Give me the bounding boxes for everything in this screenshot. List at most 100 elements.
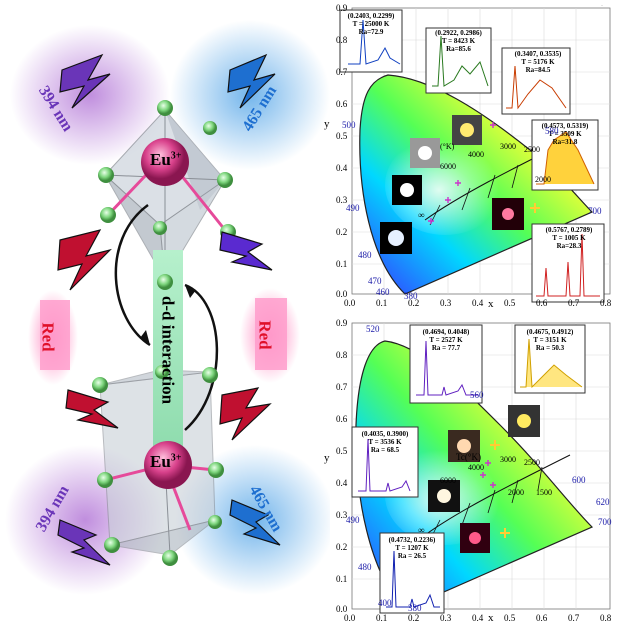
bottom-ytick: 0.6 <box>336 414 348 424</box>
bottom-ytick: 0.7 <box>336 382 348 392</box>
bottom-cct-label: 2000 <box>508 488 524 497</box>
bottom-cct-label: ∞ <box>418 525 425 535</box>
bottom-cct-label: 4000 <box>468 463 484 472</box>
bottom-ytick: 0.0 <box>336 604 348 614</box>
red-label-left: Red <box>38 322 58 352</box>
top-wl-label: 500 <box>342 120 356 130</box>
bottom-xtick: 0.5 <box>504 613 516 623</box>
top-ytick: 0.3 <box>336 195 348 205</box>
bottom-cct-label: 6000 <box>440 476 456 485</box>
top-cct-label: 2000 <box>535 175 551 184</box>
top-xtick: 0.6 <box>536 298 548 308</box>
bottom-wl-label: 480 <box>358 562 372 572</box>
top-cct-label: 3000 <box>500 142 516 151</box>
top-xtick: 0.4 <box>472 298 484 308</box>
bottom-ytick: 0.3 <box>336 510 348 520</box>
inset-spectra-bottom <box>351 324 586 614</box>
top-cct-label: 4000 <box>468 150 484 159</box>
top-wl-label: 380 <box>404 291 418 301</box>
eu-ion-top <box>141 138 189 186</box>
bottom-xtick: 0.0 <box>344 613 356 623</box>
bolt-violet-mid-right <box>219 231 273 271</box>
bottom-cct-label: 1500 <box>536 488 552 497</box>
cie-diagram-bottom <box>351 322 611 614</box>
bottom-ytick: 0.2 <box>336 542 348 552</box>
eu-ion-bottom <box>144 441 192 489</box>
top-ytick: 0.0 <box>336 289 348 299</box>
lightning-bolts <box>57 53 281 566</box>
bottom-xtick: 0.8 <box>600 613 612 623</box>
bottom-ytick: 0.8 <box>336 350 348 360</box>
bottom-wl-label: 700 <box>598 517 612 527</box>
red-box-left <box>40 300 70 370</box>
top-wl-label: 480 <box>358 250 372 260</box>
svg-text:.: . <box>601 2 603 8</box>
bottom-cct-label: Tc(°K) <box>456 452 481 462</box>
top-ytick: 0.2 <box>336 227 348 237</box>
violet-glow-top <box>10 25 170 165</box>
bolt-blue-bottom <box>229 499 281 546</box>
bottom-x-axis-label: x <box>488 612 494 624</box>
top-xtick: 0.8 <box>600 298 612 308</box>
top-cct-label: 2500 <box>524 145 540 154</box>
arrow-down <box>114 203 151 347</box>
bottom-xtick: 0.7 <box>568 613 580 623</box>
bottom-ytick: 0.9 <box>336 318 348 328</box>
bottom-cct-label: 2500 <box>524 458 540 467</box>
top-ytick: 0.4 <box>336 163 348 173</box>
bottom-xtick: 0.1 <box>376 613 388 623</box>
bolt-red-bottom-right <box>219 387 272 441</box>
bottom-y-axis-label: y <box>324 452 330 464</box>
bottom-wl-label: 520 <box>366 324 380 334</box>
top-cct-label: ∞ <box>418 210 425 220</box>
inset-spectra-top <box>339 9 605 303</box>
bolt-blue-top <box>227 53 276 109</box>
bottom-wl-label: 600 <box>572 475 586 485</box>
top-xtick: 0.0 <box>344 298 356 308</box>
top-xtick: 0.5 <box>504 298 516 308</box>
bolt-red-top-left <box>57 229 112 291</box>
bottom-wl-label: 490 <box>346 515 360 525</box>
bolt-red-bottom-left <box>65 389 119 429</box>
ion-label-top: Eu3+ <box>150 150 182 169</box>
top-xtick: 0.2 <box>408 298 420 308</box>
ligands-top <box>98 100 236 290</box>
top-y-axis-label: y <box>324 118 330 130</box>
red-label-right: Red <box>255 320 275 350</box>
bottom-ytick: 0.4 <box>336 478 348 488</box>
bolt-violet-top <box>59 53 111 109</box>
top-wl-label: 580 <box>545 126 559 136</box>
bottom-xtick: 0.2 <box>408 613 420 623</box>
bottom-ytick: 0.1 <box>336 574 348 584</box>
top-wl-label: 490 <box>346 203 360 213</box>
bottom-xtick: 0.4 <box>472 613 484 623</box>
bottom-xtick: 0.6 <box>536 613 548 623</box>
top-xtick: 0.1 <box>376 298 388 308</box>
bolt-violet-bottom <box>57 519 111 566</box>
bottom-ytick: 0.5 <box>336 446 348 456</box>
planckian-locus-bottom <box>424 454 571 536</box>
interaction-label: d-d interaction <box>158 295 178 405</box>
top-x-axis-label: x <box>488 298 494 310</box>
ion-label-bottom: Eu3+ <box>150 452 182 471</box>
ligands-bottom <box>92 365 224 566</box>
bottom-xtick: 0.3 <box>440 613 452 623</box>
eu-schematic <box>5 20 330 595</box>
red-box-right <box>255 298 287 370</box>
top-wl-label: 470 <box>368 276 382 286</box>
cie-diagram-top: . <box>339 2 611 303</box>
top-ytick: 0.5 <box>336 131 348 141</box>
bottom-cct-label: 3000 <box>500 455 516 464</box>
bottom-wl-label: 560 <box>470 390 484 400</box>
bottom-wl-label: 380 <box>408 603 422 613</box>
top-xtick: 0.7 <box>568 298 580 308</box>
top-cct-label: (°K) <box>440 142 455 151</box>
